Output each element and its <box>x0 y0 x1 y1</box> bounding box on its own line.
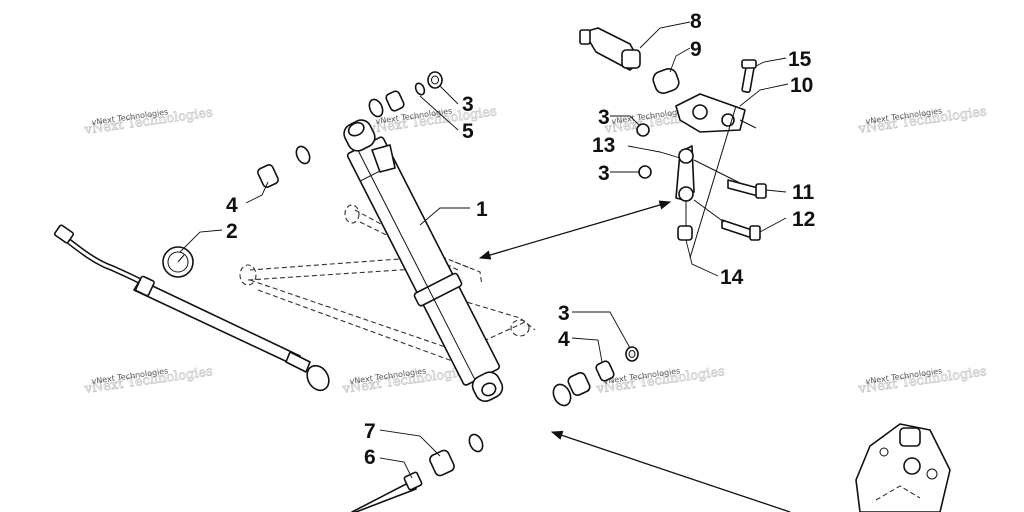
watermark: vNext Technologies vNext Technologies <box>82 364 214 398</box>
callout-14: 14 <box>720 266 744 289</box>
lower-mounting-hardware <box>351 346 639 512</box>
watermark: vNext Technologies vNext Technologies <box>856 364 988 398</box>
spindle-fragment <box>855 423 951 512</box>
watermark: vNext Technologies vNext Technologies <box>340 364 472 398</box>
callout-12: 12 <box>792 208 815 231</box>
watermark: vNext Technologies vNext Technologies <box>856 104 988 138</box>
watermark: vNext Technologies vNext Technologies <box>594 364 726 398</box>
callout-4: 4 <box>558 328 570 351</box>
callout-1: 1 <box>476 198 488 221</box>
callout-4: 4 <box>226 194 238 217</box>
callout-15: 15 <box>788 48 812 71</box>
callout-9: 9 <box>690 38 702 61</box>
callout-6: 6 <box>364 446 376 469</box>
callout-3: 3 <box>558 302 570 325</box>
leader-lines <box>179 21 789 479</box>
callout-11: 11 <box>792 181 815 204</box>
callout-13: 13 <box>592 134 615 157</box>
callout-10: 10 <box>790 74 813 97</box>
callout-labels: 1 2 3 3 3 3 4 4 5 6 7 8 9 10 11 12 13 14… <box>226 10 815 469</box>
callout-5: 5 <box>462 120 474 143</box>
callout-8: 8 <box>690 10 702 33</box>
callout-3: 3 <box>598 106 610 129</box>
watermark: vNext Technologies vNext Technologies <box>82 105 214 139</box>
shock-absorber <box>343 119 504 403</box>
callout-7: 7 <box>364 420 376 443</box>
watermark: vNext Technologies vNext Technologies <box>366 104 498 138</box>
watermarks: vNext Technologies vNext Technologies vN… <box>82 104 988 398</box>
callout-3: 3 <box>598 162 610 185</box>
callout-2: 2 <box>226 220 238 243</box>
pump-gauge <box>53 224 330 392</box>
upper-mounting-hardware <box>257 71 443 188</box>
callout-3: 3 <box>462 93 474 116</box>
arrows <box>478 200 791 512</box>
link-assembly <box>579 27 767 259</box>
